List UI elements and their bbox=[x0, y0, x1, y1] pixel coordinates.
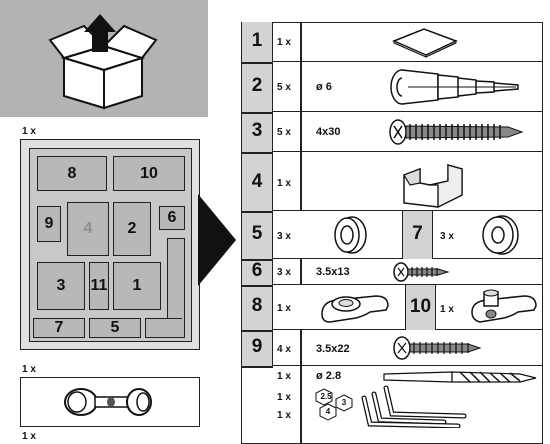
part-number-8: 8 bbox=[251, 295, 263, 316]
tool-qty-hex1: 1 x bbox=[277, 392, 291, 403]
part-number-5: 5 bbox=[251, 223, 263, 244]
hex-keys-icon bbox=[361, 385, 467, 428]
compartment-3: 3 bbox=[37, 262, 85, 310]
clip-right-icon bbox=[471, 289, 537, 323]
part-qty-7: 3 x bbox=[440, 231, 454, 242]
block-icon bbox=[403, 164, 463, 208]
wall-plug-icon bbox=[390, 69, 519, 105]
part-qty-6: 3 x bbox=[277, 267, 291, 278]
compartment-1: 1 bbox=[113, 262, 161, 310]
part-qty-4: 1 x bbox=[277, 178, 291, 189]
small-screw-icon bbox=[393, 262, 450, 282]
drill-spec: ø 2.8 bbox=[316, 370, 342, 382]
hex-size-3: 3 bbox=[341, 398, 347, 407]
part-number-4: 4 bbox=[251, 171, 263, 192]
hex-size-badges-icon bbox=[315, 388, 353, 421]
tool-qty-hex2: 1 x bbox=[277, 410, 291, 421]
part-spec-6: 3.5x13 bbox=[316, 266, 350, 278]
compartment-9: 9 bbox=[37, 206, 61, 242]
knob-box bbox=[20, 377, 200, 427]
part-qty-5: 3 x bbox=[277, 231, 291, 242]
knob-icon bbox=[64, 388, 152, 416]
compartment-6: 6 bbox=[159, 206, 185, 230]
part-spec-3: 4x30 bbox=[316, 126, 341, 138]
part-qty-10: 1 x bbox=[440, 304, 454, 315]
open-box-panel bbox=[0, 0, 208, 117]
compartment-2: 2 bbox=[113, 202, 151, 256]
parts-tray: 8 10 9 4 2 6 3 11 1 7 5 bbox=[20, 139, 200, 350]
open-box-icon bbox=[48, 14, 158, 110]
pad-icon bbox=[392, 28, 458, 58]
part-number-6: 6 bbox=[251, 260, 263, 281]
part-number-2: 2 bbox=[251, 75, 263, 96]
spacer-ring-icon bbox=[334, 216, 367, 254]
long-screw-icon bbox=[393, 336, 482, 360]
tray-qty: 1 x bbox=[22, 126, 36, 137]
compartment-4: 4 bbox=[67, 202, 109, 256]
washer-icon bbox=[482, 215, 519, 255]
part-number-9: 9 bbox=[251, 336, 263, 357]
tool-qty-drill: 1 x bbox=[277, 371, 291, 382]
hex-size-25: 2.5 bbox=[320, 392, 332, 401]
part-qty-1: 1 x bbox=[277, 37, 291, 48]
drill-bit-icon bbox=[383, 371, 537, 383]
part-qty-2: 5 x bbox=[277, 82, 291, 93]
compartment-5: 5 bbox=[89, 318, 141, 338]
part-qty-8: 1 x bbox=[277, 303, 291, 314]
compartment-10: 10 bbox=[113, 156, 185, 191]
part-qty-9: 4 x bbox=[277, 344, 291, 355]
pointer-arrow-icon bbox=[198, 194, 236, 286]
part-spec-2: ø 6 bbox=[316, 81, 332, 93]
part-qty-3: 5 x bbox=[277, 127, 291, 138]
knob-qty: 1 x bbox=[22, 364, 36, 375]
part-number-3: 3 bbox=[251, 120, 263, 141]
screw-icon bbox=[389, 119, 524, 145]
part-spec-9: 3.5x22 bbox=[316, 343, 350, 355]
part-number-10: 10 bbox=[409, 296, 432, 317]
compartment-corner bbox=[145, 318, 182, 338]
compartment-11: 11 bbox=[89, 262, 109, 310]
compartment-8: 8 bbox=[37, 156, 107, 191]
bottom-qty: 1 x bbox=[22, 431, 36, 442]
part-number-7: 7 bbox=[412, 223, 423, 244]
compartment-7: 7 bbox=[33, 318, 85, 338]
hex-size-4: 4 bbox=[325, 407, 331, 416]
clip-left-icon bbox=[321, 295, 389, 323]
part-number-1: 1 bbox=[251, 30, 263, 51]
